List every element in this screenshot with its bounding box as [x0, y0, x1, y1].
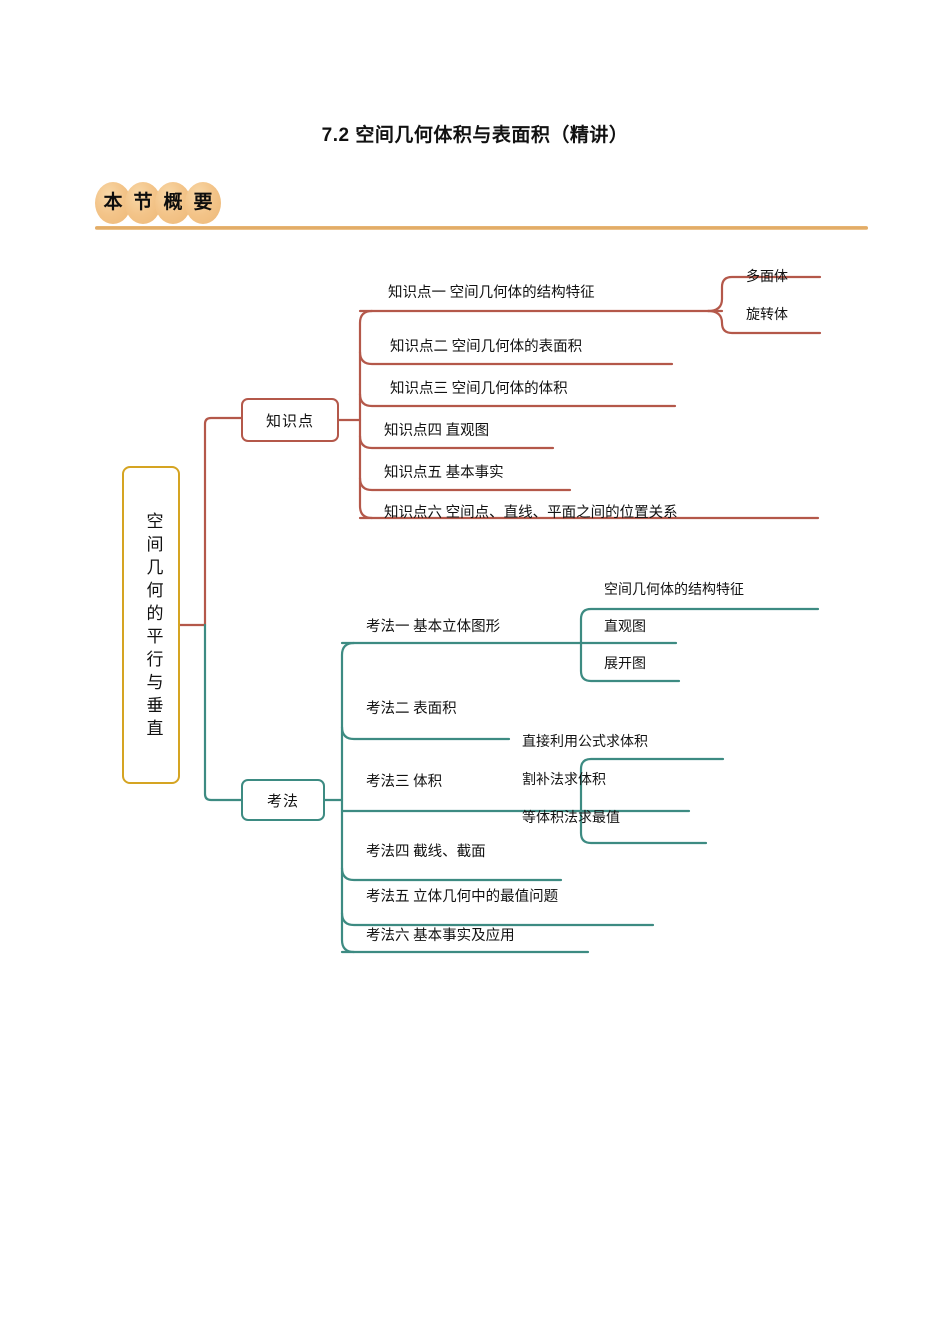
leaf-knowledge-1-child-2[interactable]: 旋转体: [746, 308, 788, 323]
mindmap-branch-method-label: 考法: [266, 793, 299, 810]
mindmap-root-node[interactable]: 空间几何的平行与垂直: [122, 466, 180, 784]
leaf-method-1-child-1[interactable]: 空间几何体的结构特征: [604, 583, 744, 598]
badge-char-2: 节: [133, 192, 153, 213]
leaf-method-5[interactable]: 考法五 立体几何中的最值问题: [366, 889, 559, 905]
leaf-method-2[interactable]: 考法二 表面积: [366, 701, 457, 717]
leaf-method-3-child-2[interactable]: 割补法求体积: [522, 773, 606, 788]
mindmap-root-label: 空间几何的平行与垂直: [143, 512, 163, 742]
leaf-method-6[interactable]: 考法六 基本事实及应用: [366, 928, 515, 944]
leaf-method-3[interactable]: 考法三 体积: [366, 774, 443, 790]
leaf-knowledge-1[interactable]: 知识点一 空间几何体的结构特征: [388, 285, 595, 301]
page-title: 7.2 空间几何体积与表面积（精讲）: [321, 125, 629, 146]
leaf-method-3-child-3[interactable]: 等体积法求最值: [522, 811, 620, 826]
leaf-method-1-child-3[interactable]: 展开图: [604, 657, 646, 672]
leaf-knowledge-2[interactable]: 知识点二 空间几何体的表面积: [390, 339, 583, 355]
badge-char-3: 概: [163, 192, 183, 213]
leaf-method-4[interactable]: 考法四 截线、截面: [366, 844, 486, 860]
badge-char-1: 本: [103, 192, 123, 213]
badge-pill-4: [185, 182, 221, 224]
leaf-knowledge-5[interactable]: 知识点五 基本事实: [384, 465, 504, 481]
mindmap-branch-knowledge[interactable]: 知识点: [241, 398, 339, 442]
leaf-knowledge-6[interactable]: 知识点六 空间点、直线、平面之间的位置关系: [384, 505, 678, 521]
badge-char-4: 要: [193, 192, 213, 213]
section-divider-rule: [95, 226, 868, 230]
leaf-method-3-child-1[interactable]: 直接利用公式求体积: [522, 735, 648, 750]
leaf-knowledge-1-child-1[interactable]: 多面体: [746, 270, 788, 285]
leaf-knowledge-4[interactable]: 知识点四 直观图: [384, 423, 490, 439]
mindmap-branch-knowledge-label: 知识点: [265, 413, 314, 430]
mindmap-branch-method[interactable]: 考法: [241, 779, 325, 821]
leaf-method-1[interactable]: 考法一 基本立体图形: [366, 619, 501, 635]
leaf-knowledge-3[interactable]: 知识点三 空间几何体的体积: [390, 381, 568, 397]
leaf-method-1-child-2[interactable]: 直观图: [604, 620, 646, 635]
